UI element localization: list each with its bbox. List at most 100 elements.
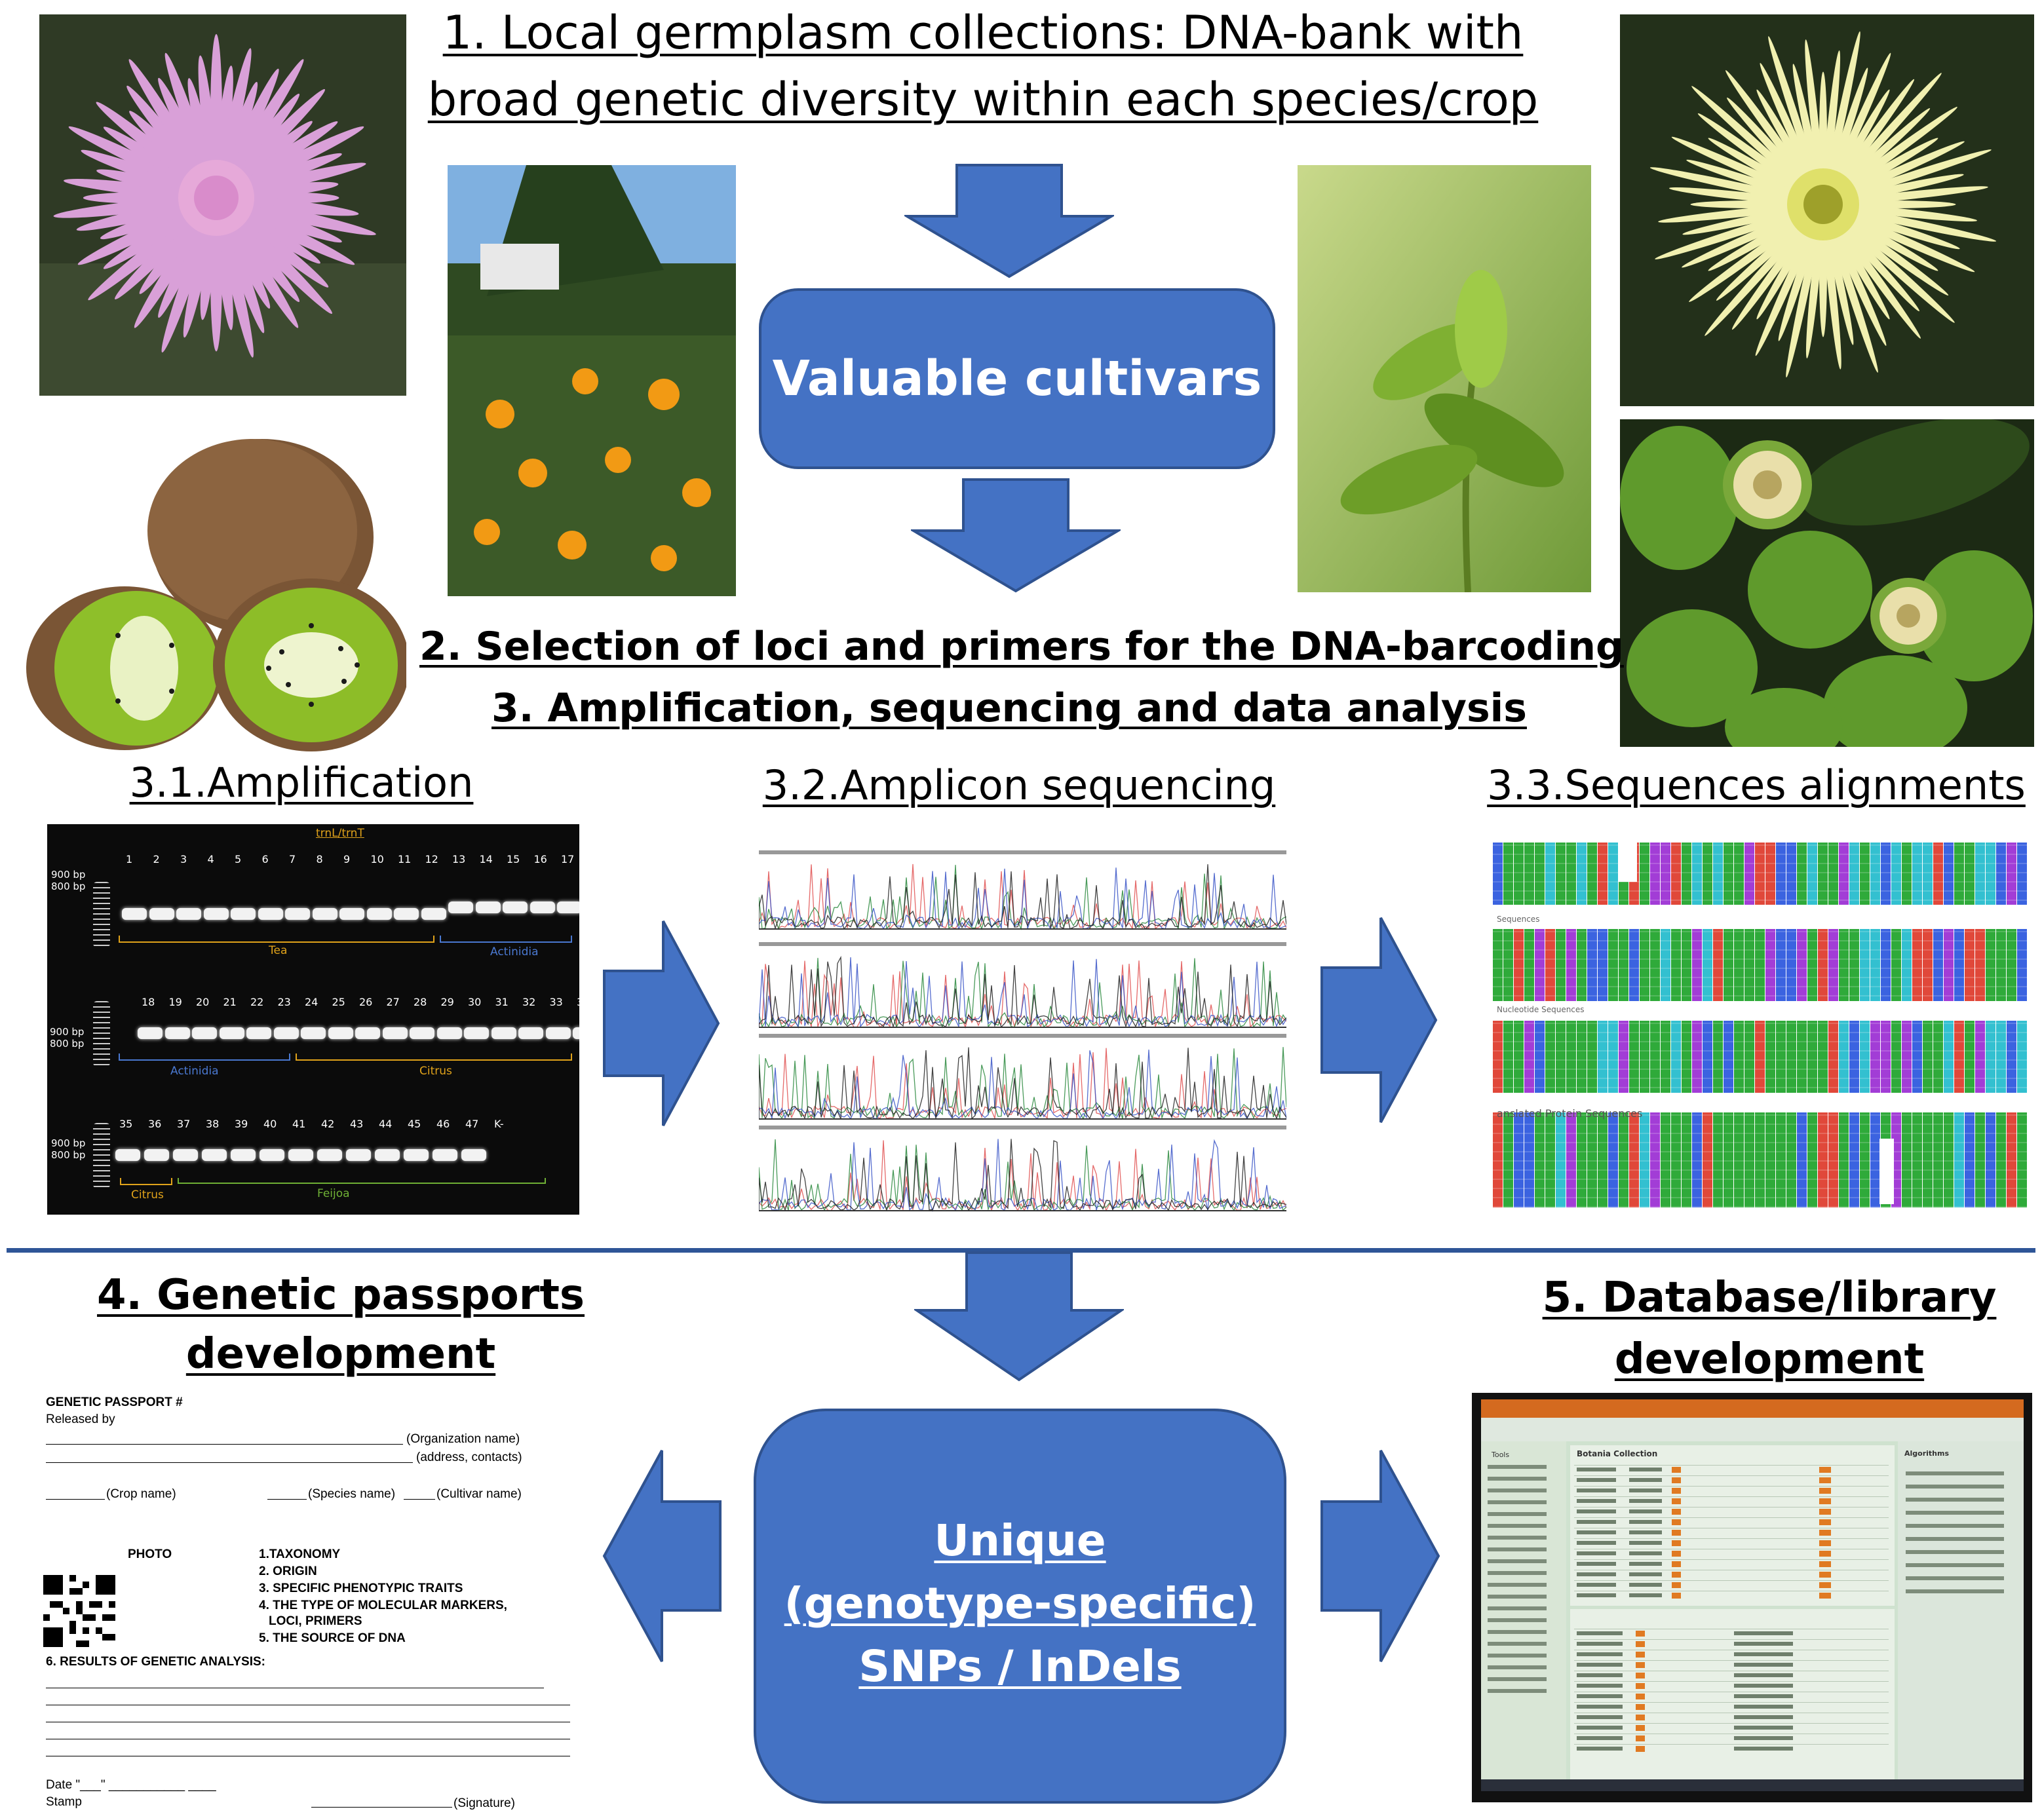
alignment-column bbox=[1493, 929, 1503, 1001]
alignment-column bbox=[1986, 1021, 1995, 1093]
alignment-column bbox=[1713, 1112, 1723, 1207]
gel-band bbox=[328, 1027, 353, 1039]
alignment-column bbox=[1891, 843, 1901, 905]
db-cell bbox=[1629, 1499, 1662, 1503]
gel-lane-number: 33 bbox=[549, 996, 563, 1008]
db-cell bbox=[1734, 1736, 1793, 1740]
alignment-column bbox=[1703, 843, 1712, 905]
alignment-label-nucleotide: Nucleotide Sequences bbox=[1497, 1005, 1585, 1014]
gel-band bbox=[557, 901, 579, 913]
alignment-column bbox=[1535, 929, 1545, 1001]
db-cell bbox=[1734, 1726, 1793, 1730]
alignment-column bbox=[1765, 843, 1775, 905]
alignment-column bbox=[1828, 1112, 1838, 1207]
alignment-column bbox=[1661, 1021, 1670, 1093]
chromatogram-trace bbox=[759, 867, 1286, 930]
db-sidebar-item bbox=[1488, 1595, 1547, 1599]
alignment-column bbox=[1944, 929, 1954, 1001]
alignment-column bbox=[1535, 1021, 1545, 1093]
alignment-column bbox=[1650, 1112, 1660, 1207]
db-sidebar-item bbox=[1488, 1665, 1547, 1669]
db-rightpanel-item bbox=[1906, 1471, 2004, 1475]
gel-lane-number: 14 bbox=[479, 853, 493, 865]
bp-900-row2: 900 bp bbox=[50, 1026, 85, 1038]
passport-title: GENETIC PASSPORT # bbox=[46, 1395, 183, 1409]
gel-lane-number: 24 bbox=[305, 996, 318, 1008]
gel-lane-number: 11 bbox=[398, 853, 412, 865]
alignment-column bbox=[1996, 843, 2006, 905]
alignment-column bbox=[1933, 843, 1943, 905]
alignment-column bbox=[1577, 929, 1587, 1001]
gel-band bbox=[164, 1027, 190, 1039]
db-cell bbox=[1734, 1684, 1793, 1688]
gel-band bbox=[461, 1149, 486, 1161]
petal bbox=[1805, 204, 1824, 358]
db-cell bbox=[1577, 1499, 1616, 1503]
alignment-column bbox=[1524, 1112, 1534, 1207]
alignment-column bbox=[1755, 929, 1765, 1001]
petal bbox=[1691, 86, 1824, 205]
alignment-column bbox=[1587, 843, 1597, 905]
alignment-column bbox=[1734, 1112, 1744, 1207]
petal bbox=[1822, 79, 1915, 205]
alignment-column bbox=[1849, 929, 1859, 1001]
db-row-line bbox=[1574, 1496, 1889, 1497]
alignment-column bbox=[1703, 1112, 1712, 1207]
petal bbox=[1822, 204, 1975, 273]
gel-lane-number: 36 bbox=[148, 1118, 162, 1130]
gel-lane-number: 34 bbox=[577, 996, 579, 1008]
alignment-column bbox=[1860, 1112, 1870, 1207]
alignment-column bbox=[2017, 843, 2027, 905]
alignment-gap bbox=[1879, 1139, 1894, 1204]
alignment-column bbox=[1514, 929, 1524, 1001]
chromatogram-trace bbox=[759, 958, 1286, 1029]
alignment-column bbox=[1587, 1112, 1597, 1207]
alignment-label-sequences: Sequences bbox=[1497, 915, 1540, 924]
chromatogram-trace bbox=[759, 1050, 1286, 1120]
gel-band bbox=[312, 908, 337, 920]
alignment-column bbox=[1849, 843, 1859, 905]
gel-lane-number: 6 bbox=[261, 853, 269, 865]
alignment-column bbox=[2017, 929, 2027, 1001]
alignment-column bbox=[1556, 1021, 1566, 1093]
alignment-column bbox=[1503, 1021, 1513, 1093]
petal bbox=[1731, 204, 1824, 330]
gel-lane-number: 7 bbox=[289, 853, 296, 865]
alignment-column bbox=[1860, 1021, 1870, 1093]
alignment-column bbox=[1734, 843, 1744, 905]
db-sidebar-item bbox=[1488, 1547, 1547, 1551]
alignment-column bbox=[1598, 1112, 1608, 1207]
gel-band bbox=[366, 908, 392, 920]
db-cell bbox=[1577, 1488, 1616, 1492]
alignment-column bbox=[1598, 843, 1608, 905]
db-row-line bbox=[1574, 1559, 1889, 1560]
alignment-column bbox=[1577, 843, 1587, 905]
db-tag bbox=[1636, 1704, 1645, 1710]
alignment-column bbox=[1692, 1021, 1702, 1093]
gel-lane-number: 28 bbox=[414, 996, 427, 1008]
gel-lane-number: 40 bbox=[263, 1118, 277, 1130]
db-row-line bbox=[1574, 1580, 1889, 1581]
alignment-column bbox=[2007, 1112, 2016, 1207]
alignment-column bbox=[1692, 929, 1702, 1001]
db-cell bbox=[1629, 1509, 1662, 1513]
feijoa-photo bbox=[1620, 419, 2034, 747]
alignment-column bbox=[1986, 1112, 1995, 1207]
db-sidebar-item bbox=[1488, 1583, 1547, 1587]
alignment-column bbox=[1629, 1021, 1639, 1093]
right-arrow-2 bbox=[1320, 917, 1438, 1123]
alignment-column bbox=[1514, 1112, 1524, 1207]
alignment-column bbox=[1744, 929, 1754, 1001]
petal bbox=[1689, 204, 1824, 302]
alignment-column bbox=[1661, 1112, 1670, 1207]
db-row-line bbox=[1574, 1702, 1889, 1703]
gel-band bbox=[421, 908, 446, 920]
petal bbox=[1822, 149, 1992, 205]
alignment-column bbox=[1986, 929, 1995, 1001]
db-cell bbox=[1629, 1488, 1662, 1492]
step1-title-line1: 1. Local germplasm collections: DNA-bank… bbox=[442, 6, 1524, 60]
db-cell bbox=[1629, 1593, 1662, 1597]
alignment-column bbox=[1870, 843, 1880, 905]
alignment-column bbox=[1713, 1021, 1723, 1093]
